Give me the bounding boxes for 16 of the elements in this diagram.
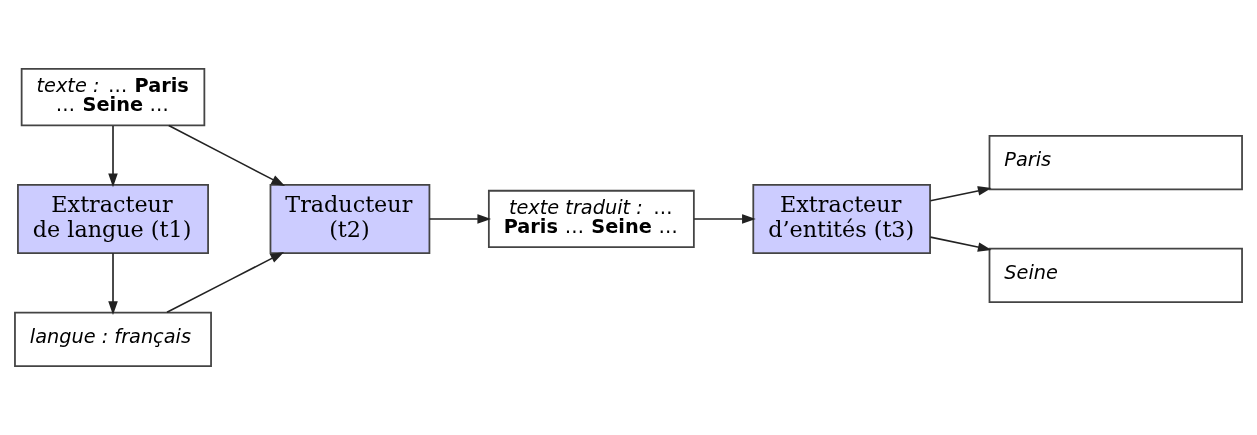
arrow (108, 125, 118, 188)
node-box: Extracteur d’entités (t3) (752, 183, 931, 255)
node-box: Traducteur (t2) (269, 183, 431, 255)
arrow (693, 214, 756, 224)
node-box: texte traduit : … Paris … Seine … (487, 189, 695, 249)
node-box: langue : français (14, 311, 212, 367)
node-box: Seine (988, 247, 1243, 304)
arrow (929, 236, 992, 252)
arrow (108, 252, 118, 315)
arrow (166, 252, 285, 314)
arrow (428, 214, 492, 224)
node-box: texte : … Paris … Seine … (20, 68, 206, 127)
arrow (929, 186, 992, 202)
node-box: Extracteur de langue (t1) (17, 183, 209, 255)
arrow (167, 124, 285, 186)
node-box: Paris (988, 134, 1243, 191)
